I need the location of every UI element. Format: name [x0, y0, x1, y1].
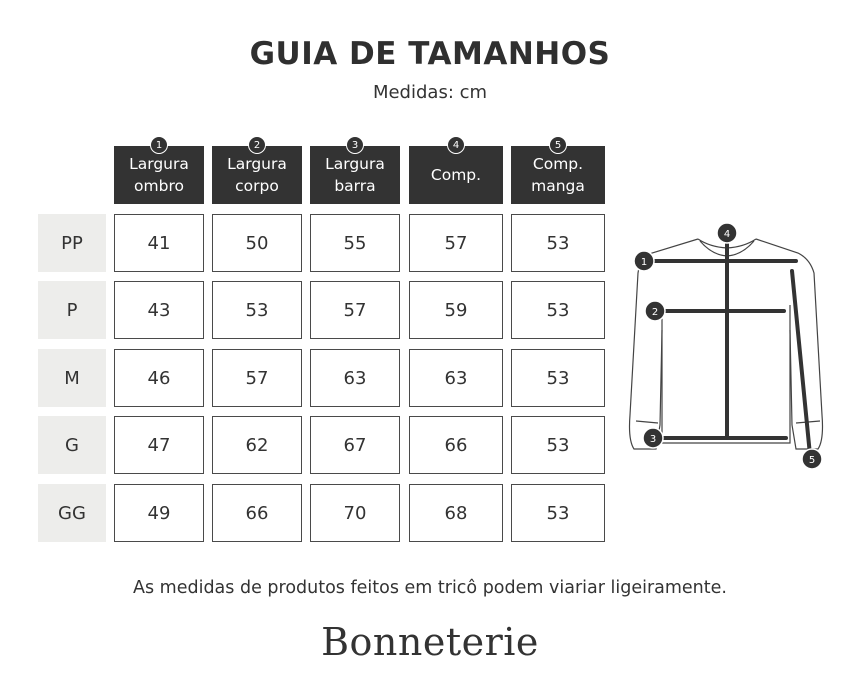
- page-title: GUIA DE TAMANHOS: [249, 36, 611, 72]
- table-cell: 53: [511, 281, 605, 339]
- column-header-sleeve-length: Comp. manga: [511, 146, 605, 204]
- table-cell: 55: [310, 214, 400, 272]
- column-header-length: Comp.: [409, 146, 503, 204]
- table-cell: 47: [114, 416, 204, 474]
- measurement-lines: [642, 235, 812, 457]
- table-cell: 53: [511, 214, 605, 272]
- table-cell: 43: [114, 281, 204, 339]
- svg-text:5: 5: [809, 455, 815, 466]
- column-header-shoulder-width: Largura ombro: [114, 146, 204, 204]
- svg-text:4: 4: [724, 229, 730, 240]
- table-cell: 63: [409, 349, 503, 407]
- table-cell: 66: [212, 484, 302, 542]
- disclaimer-note: As medidas de produtos feitos em tricô p…: [133, 578, 727, 598]
- table-cell: 66: [409, 416, 503, 474]
- table-cell: 46: [114, 349, 204, 407]
- column-header-hem-width: Largura barra: [310, 146, 400, 204]
- table-cell: 49: [114, 484, 204, 542]
- size-label-m: M: [38, 349, 106, 407]
- brand-logo: Bonneterie: [321, 620, 539, 664]
- table-cell: 53: [212, 281, 302, 339]
- table-cell: 70: [310, 484, 400, 542]
- table-cell: 57: [212, 349, 302, 407]
- column-number-badge: 2: [248, 136, 266, 154]
- table-cell: 57: [310, 281, 400, 339]
- column-number-badge: 4: [447, 136, 465, 154]
- table-cell: 63: [310, 349, 400, 407]
- size-label-g: G: [38, 416, 106, 474]
- table-cell: 59: [409, 281, 503, 339]
- svg-text:1: 1: [641, 257, 647, 268]
- table-cell: 67: [310, 416, 400, 474]
- column-header-body-width: Largura corpo: [212, 146, 302, 204]
- size-label-gg: GG: [38, 484, 106, 542]
- table-cell: 53: [511, 416, 605, 474]
- column-number-badge: 1: [150, 136, 168, 154]
- table-cell: 62: [212, 416, 302, 474]
- page-subtitle: Medidas: cm: [372, 82, 488, 103]
- table-cell: 57: [409, 214, 503, 272]
- table-cell: 53: [511, 484, 605, 542]
- sweater-measurement-diagram: 1 2 3 4 5: [628, 222, 824, 470]
- column-number-badge: 5: [549, 136, 567, 154]
- table-cell: 41: [114, 214, 204, 272]
- marker-2: 2: [644, 300, 666, 322]
- size-label-p: P: [38, 281, 106, 339]
- svg-text:2: 2: [652, 307, 658, 318]
- svg-text:3: 3: [650, 434, 656, 445]
- column-number-badge: 3: [346, 136, 364, 154]
- table-cell: 50: [212, 214, 302, 272]
- table-cell: 53: [511, 349, 605, 407]
- marker-4: 4: [716, 222, 738, 244]
- marker-1: 1: [633, 250, 655, 272]
- table-cell: 68: [409, 484, 503, 542]
- marker-5: 5: [801, 448, 823, 470]
- marker-3: 3: [642, 427, 664, 449]
- size-label-pp: PP: [38, 214, 106, 272]
